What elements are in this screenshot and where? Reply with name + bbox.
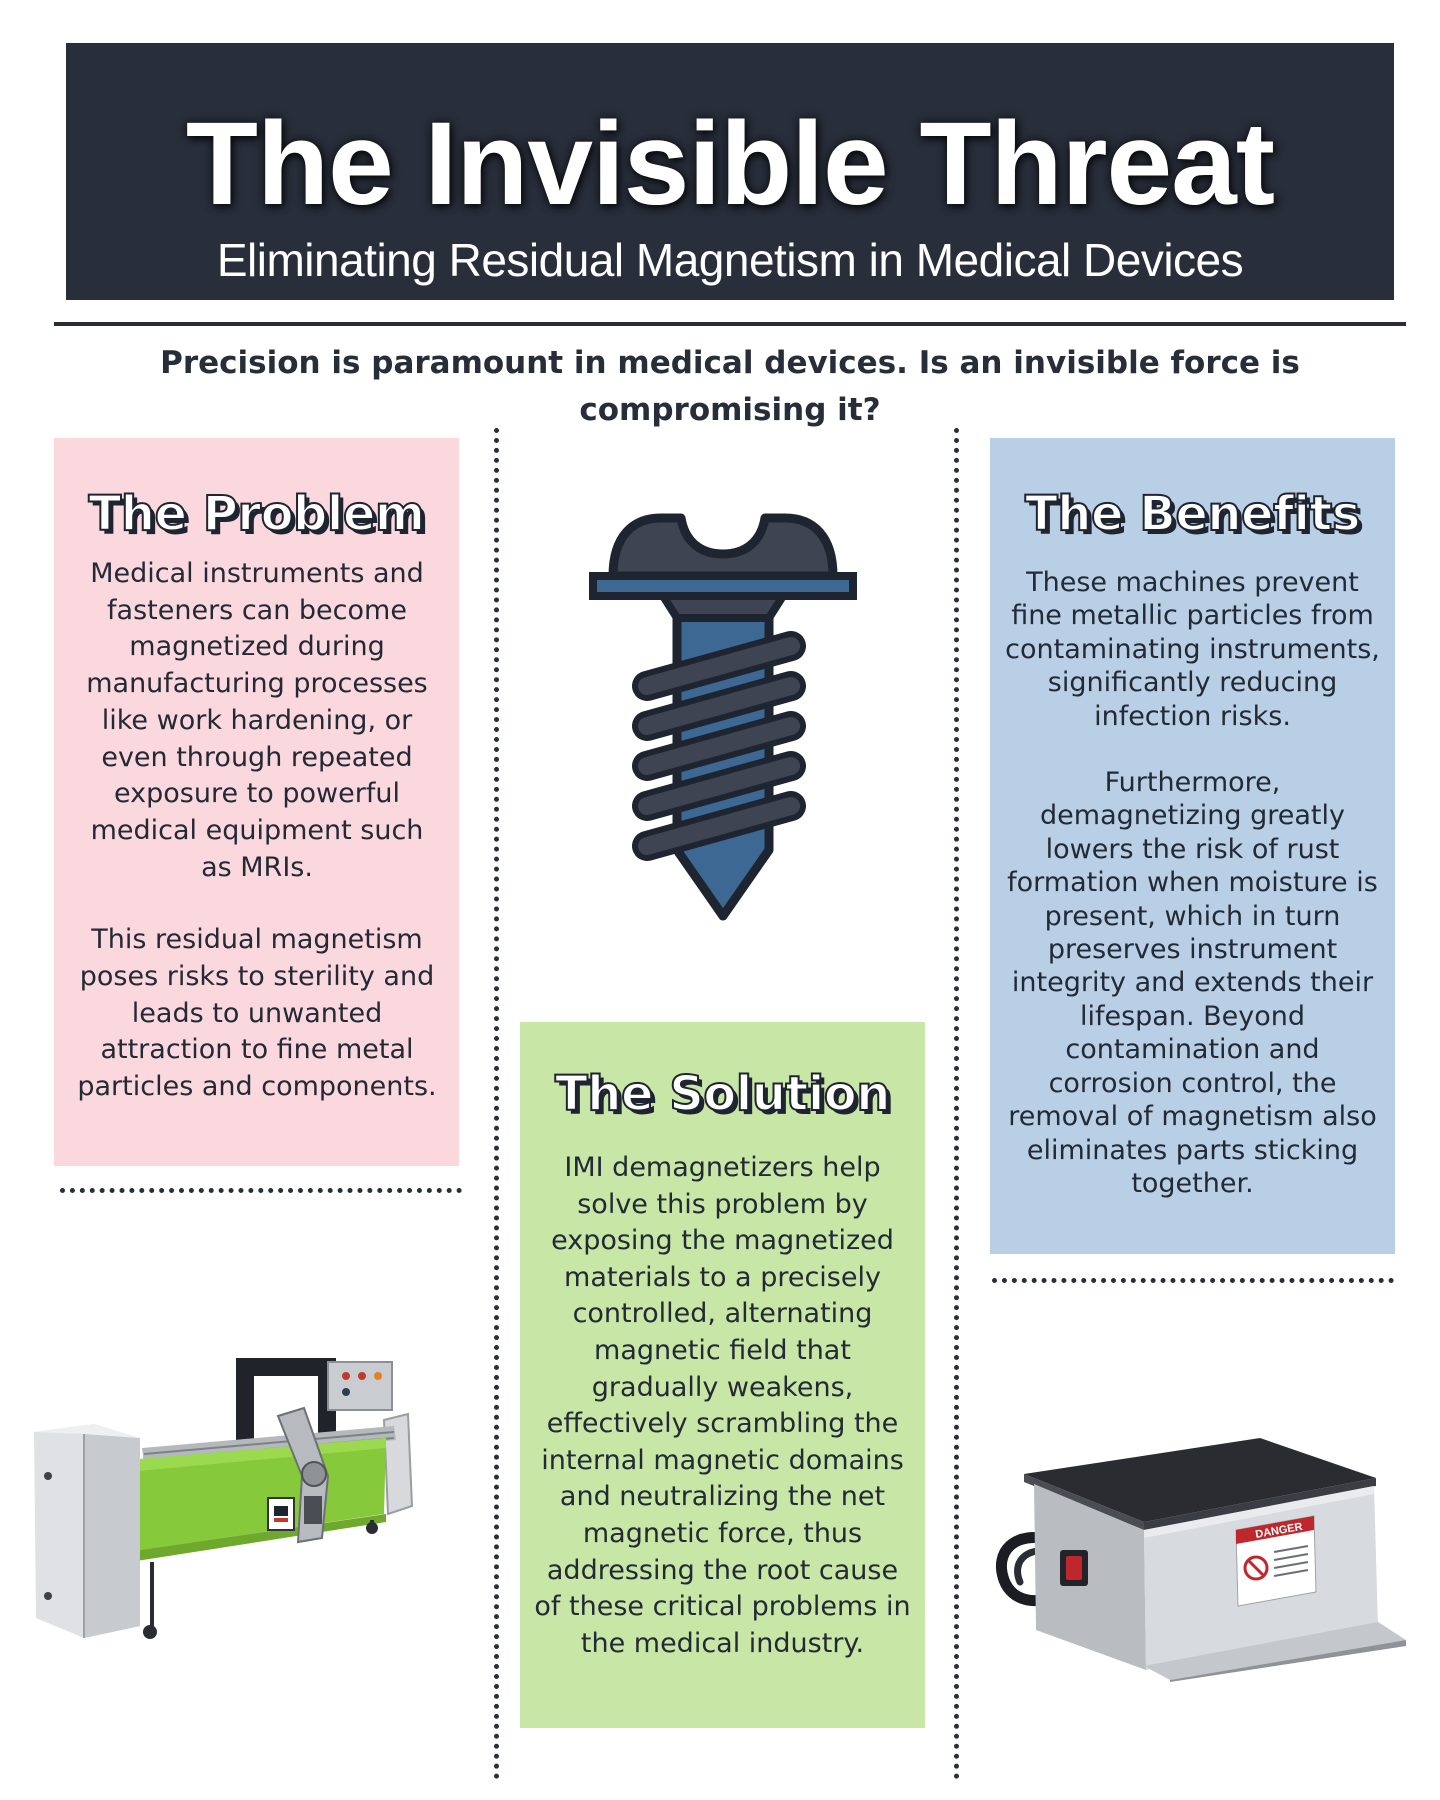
lead-question: Precision is paramount in medical device… [160,345,1300,428]
right-dotted-divider [954,428,959,1780]
benefits-paragraph: Furthermore, demagnetizing greatly lower… [1007,767,1378,1199]
problem-paragraph: This residual magnetism poses risks to s… [77,924,437,1103]
left-dotted-divider [494,428,499,1780]
benefits-paragraph: These machines prevent fine metallic par… [1005,567,1380,732]
demagnetizer-box-image: DANGER [996,1438,1406,1682]
benefits-heading: The Benefits [1024,486,1361,542]
benefits-panel: The Benefits These machines prevent fine… [990,438,1395,1254]
solution-heading: The Solution [554,1066,891,1122]
page-title: The Invisible Threat [185,98,1275,230]
screw-icon [589,513,857,921]
header-banner: The Invisible Threat Eliminating Residua… [66,43,1394,300]
benefits-text: These machines prevent fine metallic par… [1004,566,1381,1200]
problem-dotted-divider [60,1188,462,1193]
problem-paragraph: Medical instruments and fasteners can be… [86,558,428,883]
benefits-dotted-divider [992,1278,1394,1283]
solution-paragraph: IMI demagnetizers help solve this proble… [534,1152,911,1659]
solution-text: IMI demagnetizers help solve this proble… [534,1150,911,1662]
conveyor-demagnetizer-image [34,1358,414,1639]
problem-heading: The Problem [88,486,426,542]
header-divider [54,322,1406,326]
page-subtitle: Eliminating Residual Magnetism in Medica… [216,234,1244,286]
solution-panel: The Solution IMI demagnetizers help solv… [520,1022,925,1728]
problem-panel: The Problem Medical instruments and fast… [54,438,459,1166]
problem-text: Medical instruments and fasteners can be… [72,556,442,1106]
